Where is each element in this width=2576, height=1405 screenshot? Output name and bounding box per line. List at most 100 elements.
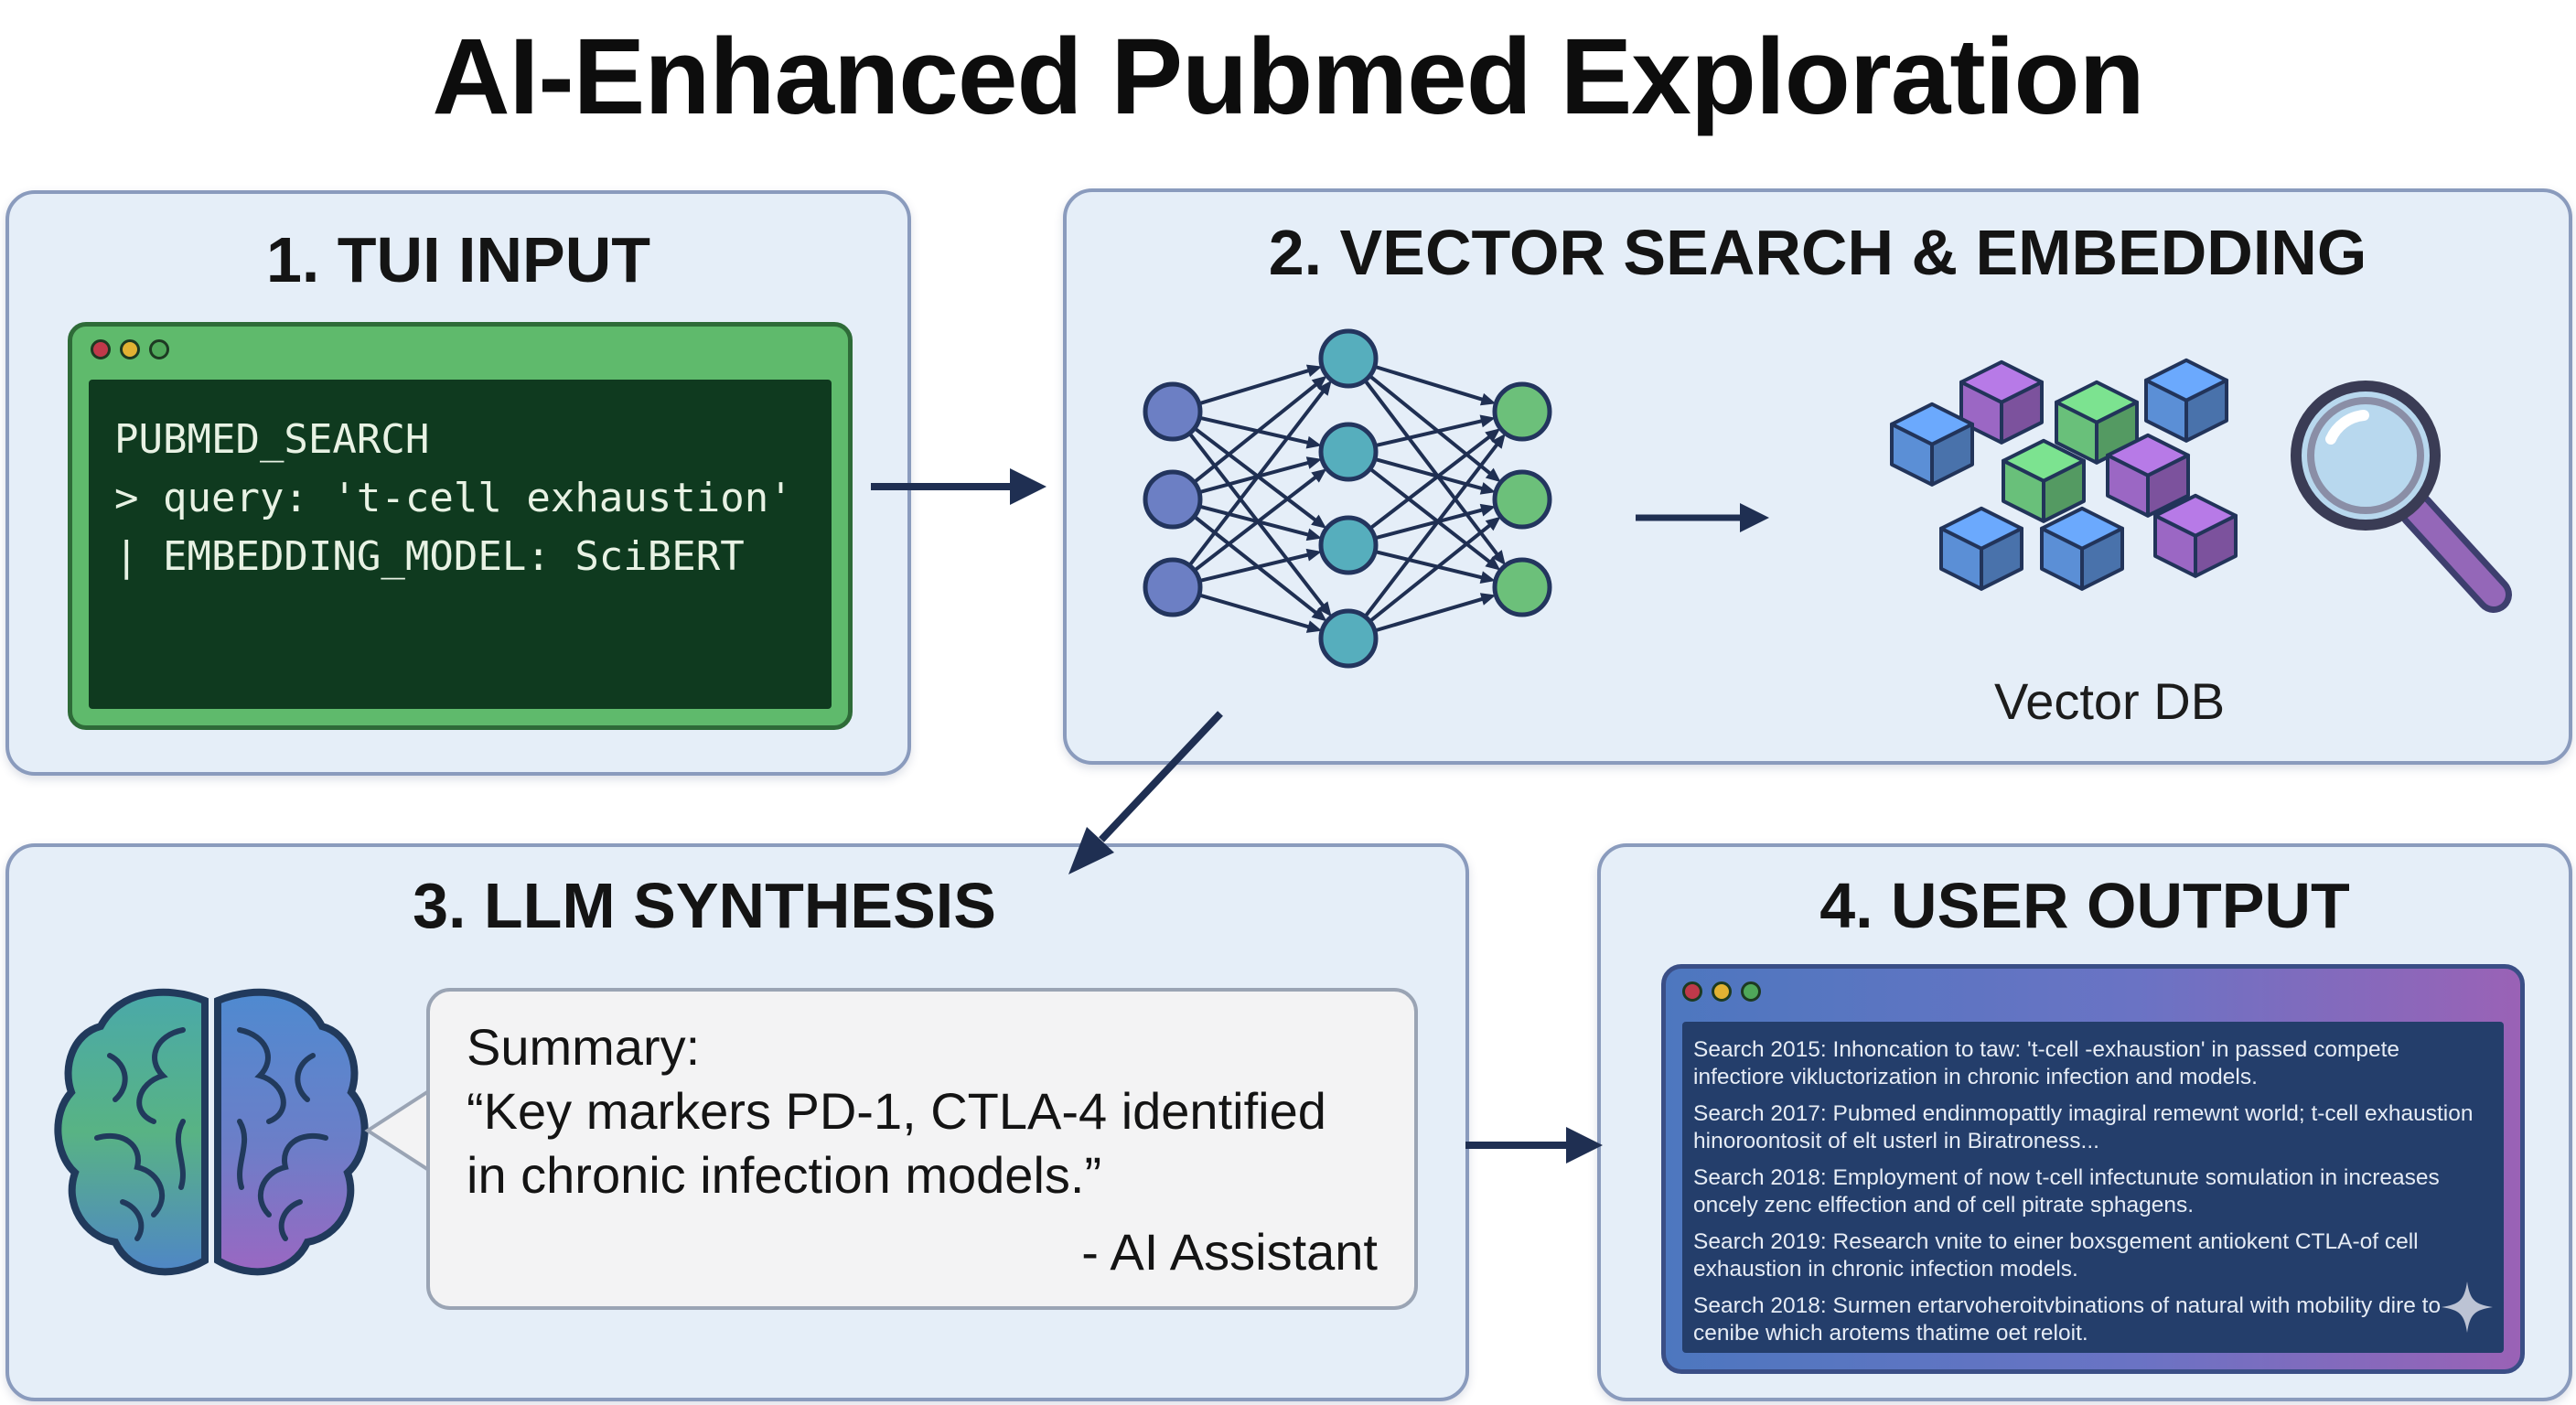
vector-cube-icon — [2055, 380, 2139, 465]
nn-edge-arrowhead — [1311, 606, 1327, 622]
nn-edge-arrowhead — [1305, 364, 1323, 378]
terminal-window: PUBMED_SEARCH > query: 't-cell exhaustio… — [68, 322, 853, 730]
arrow-llm-to-output-icon — [1465, 1127, 1603, 1164]
page-title: AI-Enhanced Pubmed Exploration — [432, 16, 2144, 137]
arrow-to-vector-db-icon — [1636, 503, 1769, 532]
panel-vector-search: 2. VECTOR SEARCH & EMBEDDING Vector DB — [1063, 188, 2572, 765]
summary-quote-line: “Key markers PD-1, CTLA-4 identified — [467, 1082, 1326, 1140]
nn-edge — [1368, 467, 1492, 564]
vector-cube-icon — [2106, 433, 2190, 518]
nn-edge-arrowhead — [1485, 467, 1501, 483]
nn-edge-arrowhead — [1317, 601, 1332, 617]
nn-edge — [1198, 415, 1310, 445]
nn-edge-arrowhead — [1305, 456, 1323, 469]
nn-edge — [1368, 434, 1492, 531]
nn-node — [1492, 557, 1552, 617]
summary-signature: - AI Assistant — [1081, 1223, 1378, 1281]
result-entry: Search 2015: Inhoncation to taw: 't-cell… — [1693, 1037, 2400, 1089]
nn-edge-arrowhead — [1485, 516, 1501, 531]
output-window: Search 2015: Inhoncation to taw: 't-cell… — [1661, 964, 2525, 1374]
nn-edge — [1193, 381, 1318, 484]
vector-cube-icon — [2153, 493, 2238, 578]
output-results-list: Search 2015: Inhoncation to taw: 't-cell… — [1682, 1022, 2504, 1353]
vector-db-label: Vector DB — [1993, 672, 2226, 730]
nn-edge-arrowhead — [1305, 548, 1322, 562]
nn-node — [1318, 608, 1379, 669]
minimize-dot-icon — [120, 339, 140, 359]
nn-node — [1318, 515, 1379, 575]
nn-edge — [1198, 552, 1310, 583]
nn-edge — [1368, 374, 1493, 476]
vector-cube-icon — [1939, 506, 2023, 591]
sparkle-icon — [2442, 1282, 2493, 1333]
window-controls — [1682, 981, 1761, 1002]
nn-edge-arrowhead — [1485, 428, 1501, 443]
nn-edge — [1368, 522, 1492, 623]
nn-node — [1492, 381, 1552, 442]
nn-edge-arrowhead — [1311, 514, 1327, 529]
nn-edge-arrowhead — [1479, 593, 1497, 606]
brain-icon — [54, 988, 369, 1276]
vector-cube-icon — [2040, 506, 2124, 591]
nn-edge — [1374, 596, 1485, 633]
nn-edge-arrowhead — [1479, 414, 1496, 428]
nn-edge-arrowhead — [1485, 556, 1501, 571]
summary-label: Summary: — [467, 1018, 701, 1076]
nn-edge-arrowhead — [1311, 375, 1327, 391]
maximize-dot-icon — [1741, 981, 1761, 1002]
nn-edge-arrowhead — [1305, 528, 1322, 542]
panel-title-llm-synthesis: 3. LLM SYNTHESIS — [413, 870, 996, 941]
nn-node — [1143, 557, 1203, 617]
vector-search-graphic — [1143, 328, 2512, 669]
nn-edge — [1198, 593, 1311, 629]
result-entry: Search 2017: Pubmed endinmopattly imagir… — [1693, 1101, 2474, 1153]
nn-node — [1492, 469, 1552, 530]
nn-edge — [1193, 475, 1318, 573]
panel-llm-synthesis: 3. LLM SYNTHESIS Summary: — [5, 843, 1469, 1401]
minimize-dot-icon — [1712, 981, 1732, 1002]
nn-edge-arrowhead — [1317, 380, 1332, 396]
nn-edge — [1363, 442, 1499, 618]
nn-edge-arrowhead — [1491, 550, 1506, 566]
magnifier-icon — [2291, 381, 2512, 613]
neural-network-icon — [1143, 328, 1552, 669]
nn-node — [1143, 381, 1203, 442]
nn-edge — [1374, 418, 1484, 448]
nn-edge-arrowhead — [1479, 503, 1496, 517]
nn-edge-arrowhead — [1305, 620, 1323, 633]
nn-edge — [1363, 379, 1499, 557]
panel-title-tui-input: 1. TUI INPUT — [265, 224, 651, 295]
nn-edge — [1198, 368, 1311, 406]
vector-cube-icon — [2002, 438, 2086, 523]
nn-edge-arrowhead — [1491, 433, 1506, 449]
vector-db-icon — [1890, 358, 2238, 591]
nn-edge — [1198, 504, 1310, 537]
nn-edge — [1374, 550, 1484, 580]
panel-title-vector-search: 2. VECTOR SEARCH & EMBEDDING — [1268, 217, 2367, 288]
panel-title-user-output: 4. USER OUTPUT — [1819, 870, 2350, 941]
terminal-screen: PUBMED_SEARCH > query: 't-cell exhaustio… — [89, 380, 832, 709]
nn-edge-arrowhead — [1311, 468, 1327, 483]
nn-edge — [1374, 364, 1485, 402]
nn-edge-arrowhead — [1479, 571, 1496, 584]
window-controls — [91, 339, 169, 359]
result-entry: Search 2018: Surmen ertarvoheroitvbinati… — [1693, 1293, 2442, 1346]
nn-edge-arrowhead — [1305, 435, 1322, 449]
terminal-line: PUBMED_SEARCH — [114, 416, 430, 463]
nn-node — [1318, 422, 1379, 482]
panel-tui-input: 1. TUI INPUT PUBMED_SEARCH > query: 't-c… — [5, 190, 911, 776]
nn-edge-arrowhead — [1479, 392, 1497, 406]
nn-node — [1318, 328, 1379, 389]
terminal-line: | EMBEDDING_MODEL: SciBERT — [114, 533, 745, 580]
result-entry: Search 2018: Employment of now t-cell in… — [1693, 1165, 2440, 1217]
panel-user-output: 4. USER OUTPUT Search 2015: Inhoncation … — [1597, 843, 2572, 1401]
vector-cube-icon — [1959, 359, 2044, 445]
nn-edge — [1187, 389, 1326, 567]
terminal-line: > query: 't-cell exhaustion' — [114, 475, 793, 521]
nn-edge — [1374, 508, 1484, 541]
nn-edge — [1193, 426, 1318, 522]
neural-network-edges — [1187, 364, 1506, 633]
close-dot-icon — [91, 339, 111, 359]
summary-bubble: Summary: “Key markers PD-1, CTLA-4 ident… — [426, 988, 1418, 1310]
nn-edge-arrowhead — [1479, 482, 1497, 495]
